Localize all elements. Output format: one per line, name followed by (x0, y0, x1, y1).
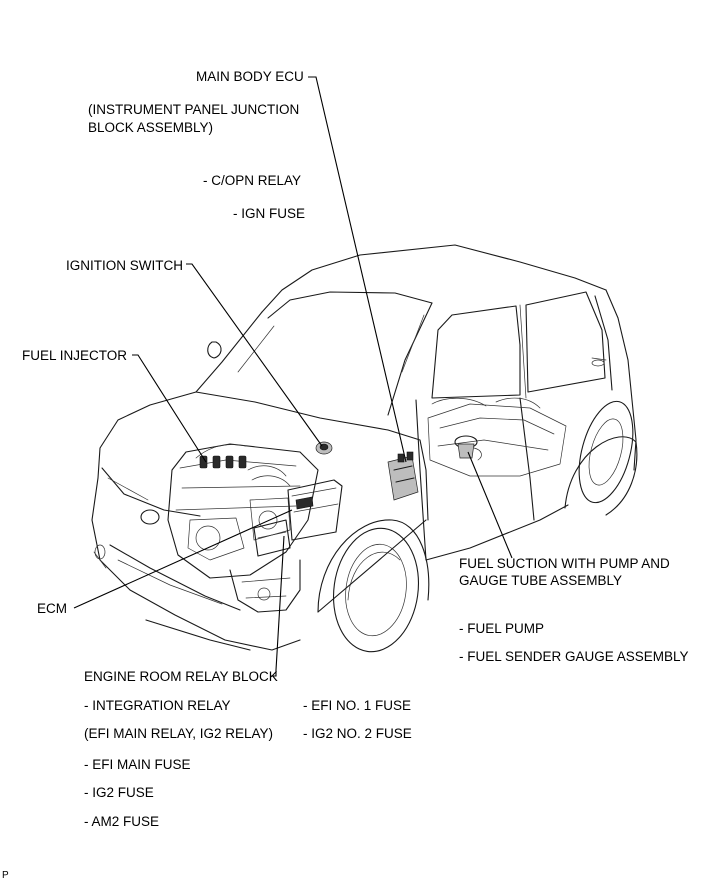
efi-no1-fuse-label: - EFI NO. 1 FUSE (303, 698, 412, 713)
efi-ig2-relay-label: (EFI MAIN RELAY, IG2 RELAY) (84, 726, 274, 741)
fuel-pump-label: - FUEL PUMP (459, 621, 545, 636)
engine-room-relay-block (253, 519, 291, 557)
leader-lines (73, 76, 513, 677)
copn-relay-label: - C/OPN RELAY (203, 173, 302, 188)
engine-assembly (167, 443, 319, 613)
car-body (91, 244, 638, 653)
fuel-suction-label-line2: GAUGE TUBE ASSEMBLY (459, 573, 623, 588)
ignition-switch-label: IGNITION SWITCH (66, 258, 183, 273)
engine-room-relay-block-label: ENGINE ROOM RELAY BLOCK (84, 669, 278, 684)
ig2-no2-fuse-label: - IG2 NO. 2 FUSE (303, 726, 412, 741)
main-body-ecu (387, 451, 419, 501)
ignition-switch (315, 441, 333, 455)
am2-fuse-label: - AM2 FUSE (84, 814, 160, 829)
interior-floor (427, 397, 567, 477)
corner-mark: P (2, 870, 9, 881)
ecm-label: ECM (37, 601, 67, 616)
fuel-suction-label-line1: FUEL SUCTION WITH PUMP AND (459, 556, 670, 571)
ig2-fuse-label: - IG2 FUSE (84, 785, 154, 800)
ign-fuse-label: - IGN FUSE (233, 206, 306, 221)
instrument-panel-label-line1: (INSTRUMENT PANEL JUNCTION (88, 102, 300, 117)
fuel-suction-pump (454, 435, 482, 461)
instrument-panel-label-line2: BLOCK ASSEMBLY) (88, 120, 214, 135)
ecm-module (287, 479, 343, 541)
integration-relay-label: - INTEGRATION RELAY (84, 698, 231, 713)
fuel-sender-label: - FUEL SENDER GAUGE ASSEMBLY (459, 649, 689, 664)
efi-main-fuse-label: - EFI MAIN FUSE (84, 757, 191, 772)
fuel-injector-label: FUEL INJECTOR (22, 348, 128, 363)
main-body-ecu-label: MAIN BODY ECU (196, 69, 304, 84)
